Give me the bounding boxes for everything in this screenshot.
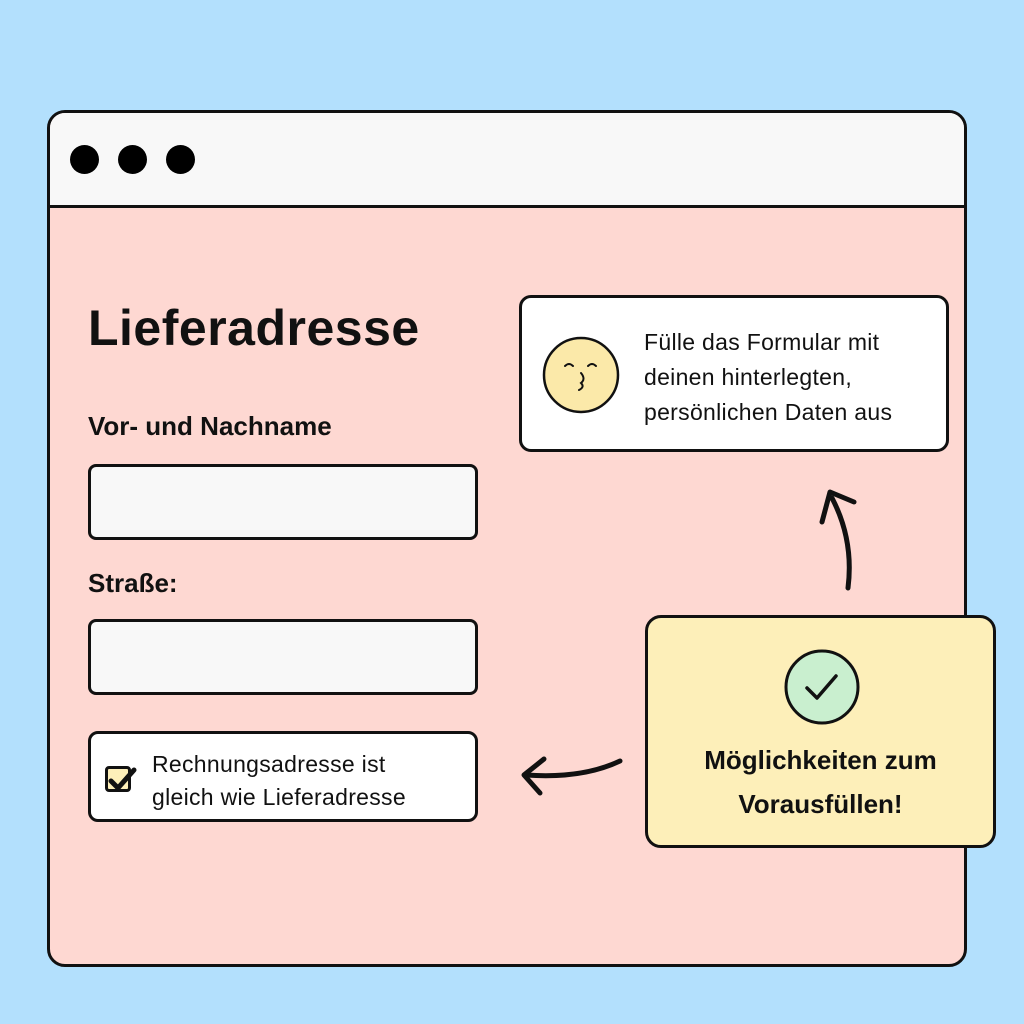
window-control-dot[interactable] [70,145,99,174]
tip-text-line: Fülle das Formular mit [644,329,880,355]
tip-text-line: persönlichen Daten aus [644,399,893,425]
autofill-tip-card[interactable]: Fülle das Formular mit deinen hinterlegt… [519,295,949,452]
autofill-feature-card: Möglichkeiten zum Vorausfüllen! [645,615,996,848]
page-title: Lieferadresse [88,300,420,356]
name-label: Vor- und Nachname [88,411,332,441]
tip-text: Fülle das Formular mit deinen hinterlegt… [644,325,892,430]
window-control-dot[interactable] [118,145,147,174]
checkmark-icon [108,767,137,791]
street-label: Straße: [88,568,178,598]
promo-heading-line: Vorausfüllen! [738,789,903,819]
browser-window: Lieferadresse Vor- und Nachname Straße: … [47,110,967,967]
checkbox-label-line: Rechnungsadresse ist [152,751,386,777]
arrow-left-icon [521,756,623,796]
window-control-dot[interactable] [166,145,195,174]
checkbox[interactable] [105,766,137,792]
check-circle-icon [784,649,860,725]
checkbox-label-line: gleich wie Lieferadresse [152,784,406,810]
promo-heading-line: Möglichkeiten zum [704,745,937,775]
checkbox-label: Rechnungsadresse ist gleich wie Lieferad… [152,748,406,814]
name-input[interactable] [88,464,478,540]
window-titlebar [50,113,964,208]
billing-same-as-shipping-option[interactable]: Rechnungsadresse ist gleich wie Lieferad… [88,731,478,822]
smiley-face-icon [542,336,620,414]
street-input[interactable] [88,619,478,695]
tip-text-line: deinen hinterlegten, [644,364,853,390]
arrow-up-icon [819,489,857,591]
promo-heading: Möglichkeiten zum Vorausfüllen! [648,738,993,826]
